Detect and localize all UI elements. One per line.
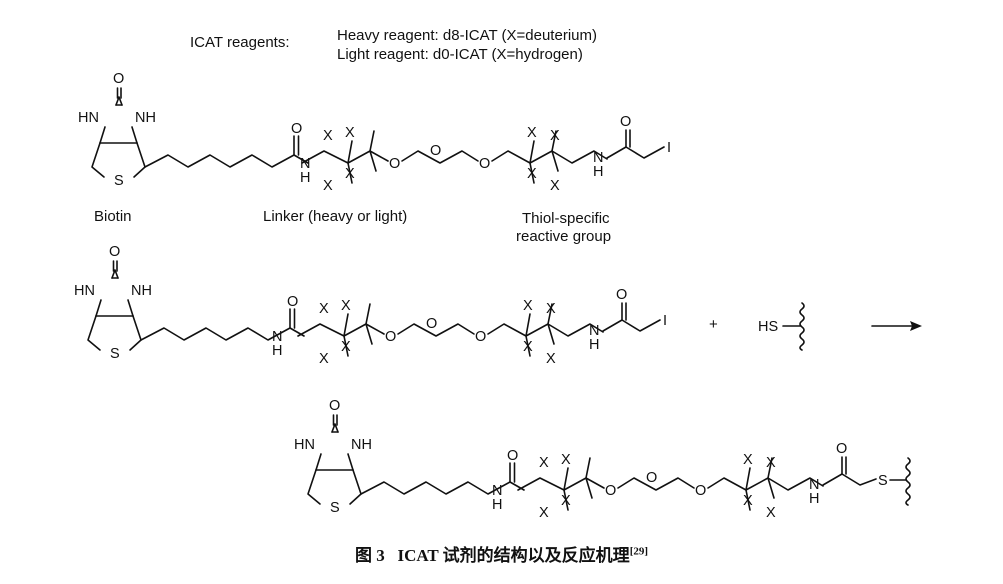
isotope-x: X bbox=[319, 351, 329, 367]
carbonyl-oxygen: O bbox=[291, 121, 302, 137]
isotope-x: X bbox=[527, 125, 537, 141]
carbonyl-oxygen: O bbox=[287, 294, 298, 310]
carbonyl-oxygen: O bbox=[620, 114, 631, 130]
carbonyl-oxygen: O bbox=[836, 441, 847, 457]
isotope-x: X bbox=[561, 452, 571, 468]
ring-nh-right: NH bbox=[135, 110, 156, 126]
thiol-group-label-line2: reactive group bbox=[516, 228, 611, 245]
amide-nitrogen: N bbox=[492, 483, 502, 499]
ether-oxygen-3: O bbox=[479, 156, 490, 172]
amide-hydrogen: H bbox=[300, 170, 310, 186]
icat-product-structure: O HN NH S O N H O O O X X X X X X X X N … bbox=[294, 398, 911, 521]
isotope-x: X bbox=[550, 178, 560, 194]
amide-nitrogen: N bbox=[272, 329, 282, 345]
isotope-x: X bbox=[341, 339, 351, 355]
icat-reactant-structure: O HN NH S O N H O O O X X X X X X X X N … bbox=[74, 244, 667, 367]
ring-nh-left: HN bbox=[78, 110, 99, 126]
thioether-sulfur: S bbox=[878, 473, 888, 489]
amide-hydrogen: H bbox=[593, 164, 603, 180]
oxygen-atom: O bbox=[329, 398, 340, 414]
linker-label: Linker (heavy or light) bbox=[263, 208, 407, 225]
amide-hydrogen: H bbox=[272, 343, 282, 359]
amide-nitrogen: N bbox=[809, 477, 819, 493]
ring-nh-right: NH bbox=[351, 437, 372, 453]
isotope-x: X bbox=[766, 455, 776, 471]
isotope-x: X bbox=[743, 452, 753, 468]
isotope-x: X bbox=[550, 128, 560, 144]
isotope-x: X bbox=[546, 301, 556, 317]
ether-oxygen-1: O bbox=[389, 156, 400, 172]
isotope-x: X bbox=[539, 505, 549, 521]
isotope-x: X bbox=[323, 128, 333, 144]
isotope-x: X bbox=[341, 298, 351, 314]
iodine-atom: I bbox=[667, 140, 671, 156]
oxygen-atom: O bbox=[113, 71, 124, 87]
heavy-reagent-line: Heavy reagent: d8-ICAT (X=deuterium) bbox=[337, 27, 597, 44]
isotope-x: X bbox=[323, 178, 333, 194]
caption-prefix: 图 3 bbox=[354, 546, 385, 565]
isotope-x: X bbox=[766, 505, 776, 521]
figure-caption: 图 3 ICAT 试剂的结构以及反应机理[29] bbox=[0, 541, 1003, 566]
reaction-arrow bbox=[871, 321, 922, 331]
ether-oxygen-3: O bbox=[695, 483, 706, 499]
ether-oxygen-2: O bbox=[646, 470, 657, 486]
caption-reference: [29] bbox=[629, 545, 649, 558]
thiol-reactant: HS bbox=[758, 302, 805, 351]
ether-oxygen-1: O bbox=[605, 483, 616, 499]
ring-nh-left: HN bbox=[294, 437, 315, 453]
icat-reagent-structure: O HN NH S O N H O O O X X X X X X X X N … bbox=[78, 71, 671, 194]
isotope-x: X bbox=[523, 339, 533, 355]
iodine-atom: I bbox=[663, 313, 667, 329]
ring-nh-left: HN bbox=[74, 283, 95, 299]
amide-hydrogen: H bbox=[809, 491, 819, 507]
isotope-x: X bbox=[539, 455, 549, 471]
ring-sulfur: S bbox=[114, 173, 124, 189]
ring-nh-right: NH bbox=[131, 283, 152, 299]
biotin-label: Biotin bbox=[94, 208, 132, 225]
amide-hydrogen: H bbox=[589, 337, 599, 353]
ether-oxygen-2: O bbox=[430, 143, 441, 159]
isotope-x: X bbox=[527, 166, 537, 182]
carbonyl-oxygen: O bbox=[616, 287, 627, 303]
isotope-x: X bbox=[319, 301, 329, 317]
ring-sulfur: S bbox=[110, 346, 120, 362]
plus-sign: + bbox=[709, 316, 718, 333]
amide-hydrogen: H bbox=[492, 497, 502, 513]
thiol-group-label-line1: Thiol-specific bbox=[522, 210, 610, 227]
isotope-x: X bbox=[523, 298, 533, 314]
amide-nitrogen: N bbox=[300, 156, 310, 172]
ether-oxygen-3: O bbox=[475, 329, 486, 345]
amide-nitrogen: N bbox=[589, 323, 599, 339]
icat-header-prefix: ICAT reagents: bbox=[190, 34, 290, 51]
isotope-x: X bbox=[743, 493, 753, 509]
ring-sulfur: S bbox=[330, 500, 340, 516]
ether-oxygen-1: O bbox=[385, 329, 396, 345]
isotope-x: X bbox=[546, 351, 556, 367]
carbonyl-oxygen: O bbox=[507, 448, 518, 464]
isotope-x: X bbox=[345, 125, 355, 141]
light-reagent-line: Light reagent: d0-ICAT (X=hydrogen) bbox=[337, 46, 583, 63]
oxygen-atom: O bbox=[109, 244, 120, 260]
amide-nitrogen: N bbox=[593, 150, 603, 166]
caption-title: ICAT 试剂的结构以及反应机理 bbox=[397, 546, 630, 565]
ether-oxygen-2: O bbox=[426, 316, 437, 332]
isotope-x: X bbox=[561, 493, 571, 509]
thiol-hs: HS bbox=[758, 319, 778, 335]
isotope-x: X bbox=[345, 166, 355, 182]
